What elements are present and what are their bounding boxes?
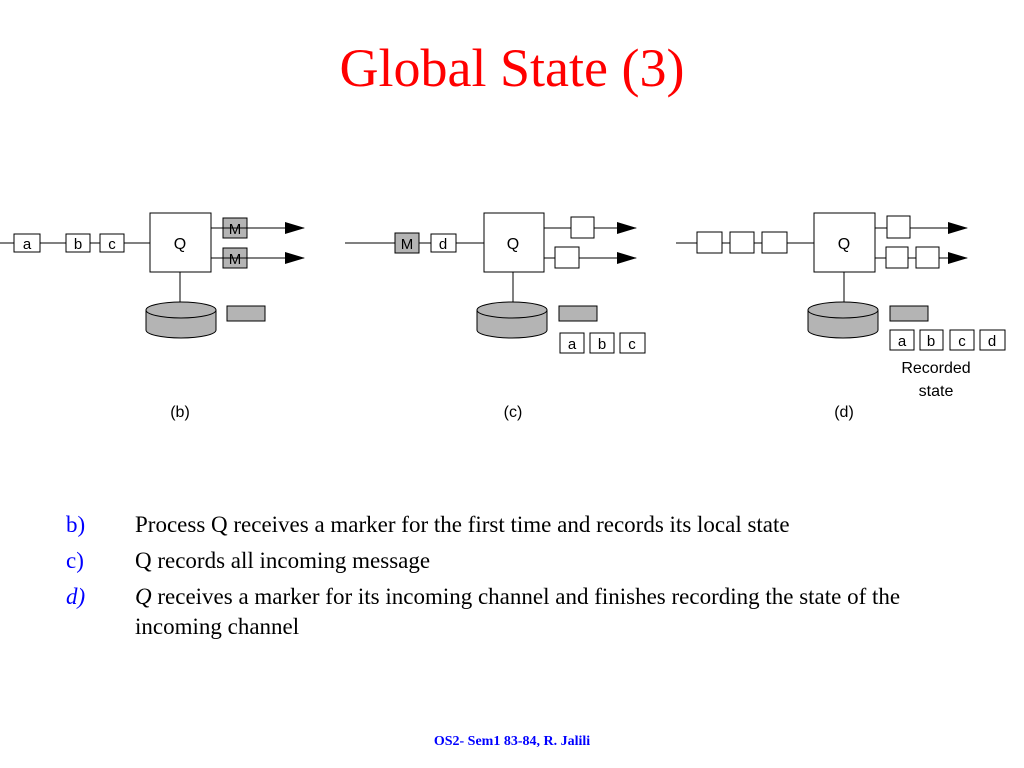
message-label: d — [439, 236, 447, 253]
message-label: c — [108, 236, 116, 253]
empty-slot — [729, 231, 755, 254]
marker-label: M — [229, 251, 242, 268]
empty-slot — [696, 231, 723, 254]
message-c — [99, 233, 125, 253]
bullet-text: Q receives a marker for its incoming cha… — [135, 582, 946, 642]
bullet-marker: b) — [66, 512, 86, 537]
disk-icon — [476, 301, 548, 339]
message-b — [65, 233, 91, 253]
disk-icon — [145, 301, 217, 339]
recorded-message — [889, 329, 915, 351]
message-d — [430, 233, 457, 253]
recorded-label: d — [988, 333, 996, 350]
process-q — [483, 212, 545, 273]
recorded-label: c — [958, 333, 966, 350]
global-state-diagram: a b c Q M M (b) M d Q — [0, 212, 1006, 421]
panel-b: a b c Q M M (b) — [0, 212, 305, 421]
recorded-message — [949, 329, 975, 351]
recorded-message — [919, 329, 944, 351]
process-label: Q — [838, 236, 850, 253]
empty-slot — [761, 231, 788, 254]
panel-caption: (d) — [834, 404, 854, 421]
process-q — [149, 212, 212, 273]
recorded-message — [589, 332, 615, 354]
process-label: Q — [174, 236, 186, 253]
recorded-message — [559, 332, 585, 354]
marker-in — [394, 232, 420, 254]
process-q — [813, 212, 876, 273]
recorded-label: a — [898, 333, 907, 350]
bullet-lead: Q — [135, 584, 152, 609]
bullet-text: Process Q receives a marker for the firs… — [135, 512, 790, 537]
bullet-item: d) Q receives a marker for its incoming … — [66, 582, 946, 642]
panel-c: M d Q a b c (c) — [345, 212, 646, 421]
bullet-marker: d) — [66, 584, 86, 609]
panel-caption: (b) — [170, 404, 190, 421]
recorded-local-state — [889, 305, 929, 322]
bullet-text: Q records all incoming message — [135, 548, 431, 573]
recorded-message — [619, 332, 646, 354]
recorded-label: a — [568, 336, 577, 353]
footer: OS2- Sem1 83-84, R. Jalili — [433, 734, 591, 749]
bullet-rest: receives a marker for its incoming chann… — [135, 584, 901, 639]
recorded-label: b — [598, 336, 606, 353]
recorded-state-label: state — [919, 383, 954, 400]
disk-icon — [807, 301, 879, 339]
marker-label: M — [401, 236, 414, 253]
bullet-marker: c) — [66, 548, 84, 573]
bullet-item: c) Q records all incoming message — [66, 546, 946, 576]
recorded-state-label: Recorded — [901, 360, 970, 377]
panel-caption: (c) — [504, 404, 523, 421]
outgoing-message — [886, 215, 911, 239]
outgoing-message — [554, 246, 580, 269]
recorded-local-state — [226, 305, 266, 322]
outgoing-message — [915, 246, 940, 269]
outgoing-message — [885, 246, 909, 269]
recorded-message — [979, 329, 1006, 351]
panel-d: Q a b c d Recorded state (d) — [676, 212, 1006, 421]
marker-label: M — [229, 221, 242, 238]
process-label: Q — [507, 236, 519, 253]
message-label: a — [23, 236, 32, 253]
message-a — [13, 233, 41, 253]
message-label: b — [74, 236, 82, 253]
slide-title: Global State (3) — [339, 38, 685, 98]
recorded-local-state — [558, 305, 598, 322]
recorded-label: b — [927, 333, 935, 350]
bullet-item: b) Process Q receives a marker for the f… — [66, 510, 946, 540]
outgoing-message — [570, 216, 595, 239]
recorded-label: c — [628, 336, 636, 353]
bullet-list: b) Process Q receives a marker for the f… — [66, 510, 946, 648]
